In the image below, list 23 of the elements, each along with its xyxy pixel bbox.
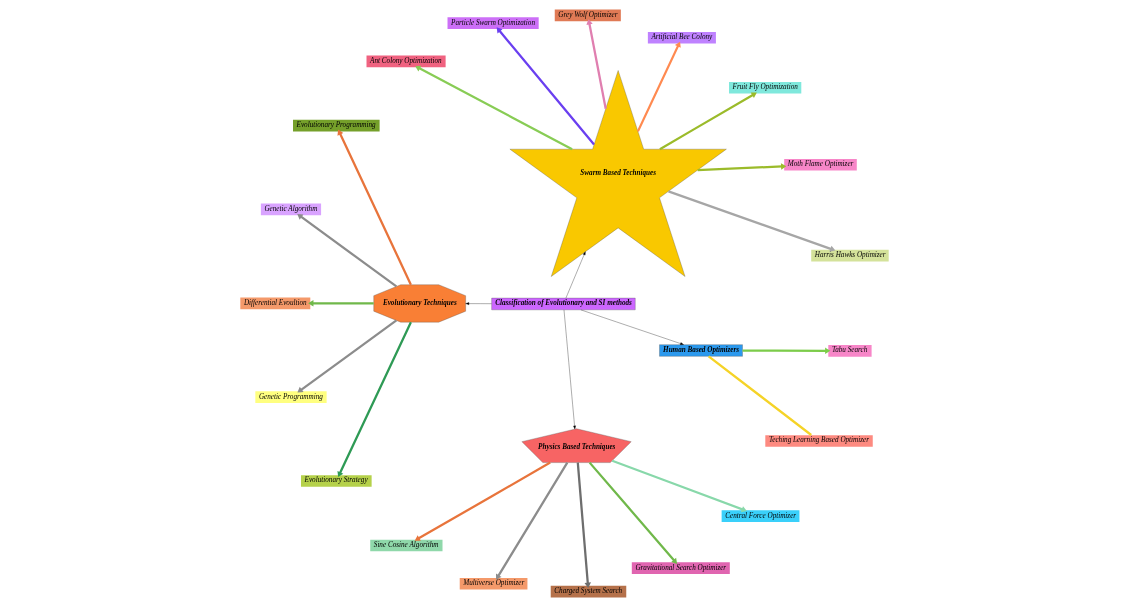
arrow [336,129,412,286]
arrow [636,41,681,132]
arrow [697,163,786,172]
arrow [296,213,397,288]
arrow [465,302,492,305]
arrow [742,347,830,355]
arrow [565,251,586,299]
arrow [576,462,591,588]
arrow [658,92,757,151]
arrow [580,309,684,345]
arrow [414,65,573,151]
connector [707,355,812,436]
arrow [414,461,551,541]
arrow [495,462,568,580]
arrow [667,190,835,252]
arrow [563,309,576,430]
arrow [336,321,412,478]
arrow [588,461,677,564]
arrow [585,19,607,109]
arrow [307,300,374,307]
arrow [611,459,747,513]
arrow [296,319,397,393]
arrow [496,27,595,146]
